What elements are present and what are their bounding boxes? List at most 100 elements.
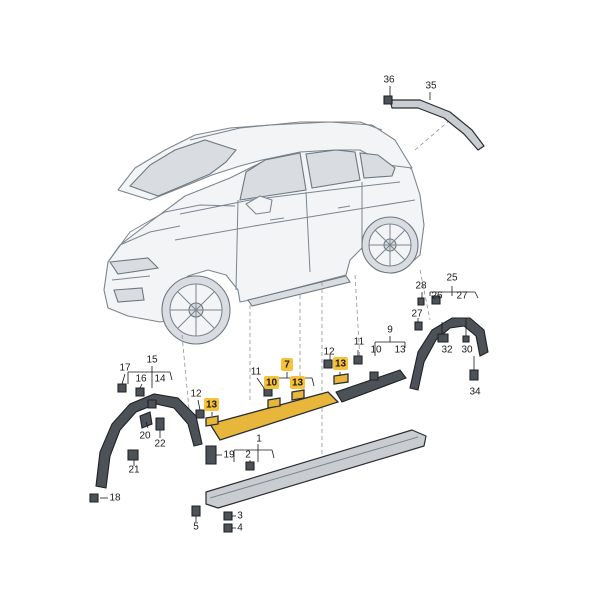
- svg-text:4: 4: [237, 523, 243, 534]
- callout-labels: 36 35 28 25 26 27 27 11 9 12 13 10 13 32…: [109, 75, 481, 534]
- screw-18: [89, 493, 99, 503]
- roof-trim-strip: [389, 99, 485, 151]
- callout-12b: 12: [190, 389, 202, 400]
- bolt-34: [469, 369, 479, 381]
- svg-text:9: 9: [387, 325, 393, 336]
- svg-text:19: 19: [223, 450, 235, 461]
- callout-7: 7: [281, 358, 293, 371]
- leader-lines: [100, 86, 479, 529]
- clip-28: [417, 297, 425, 306]
- screw-30: [462, 335, 470, 343]
- svg-text:22: 22: [154, 439, 166, 450]
- svg-text:18: 18: [109, 493, 121, 504]
- svg-text:25: 25: [446, 273, 458, 284]
- svg-text:12: 12: [190, 389, 202, 400]
- callout-36: 36: [383, 75, 395, 86]
- callout-13c: 13: [290, 376, 305, 389]
- callout-14: 14: [154, 374, 166, 385]
- callout-27: 27: [456, 291, 468, 302]
- svg-text:1: 1: [256, 434, 262, 445]
- svg-text:15: 15: [146, 355, 158, 366]
- svg-text:27: 27: [411, 309, 423, 320]
- callout-10b: 10: [264, 376, 279, 389]
- svg-text:17: 17: [119, 363, 131, 374]
- clip-16: [135, 387, 145, 397]
- clip-12a: [323, 359, 333, 369]
- svg-text:7: 7: [284, 360, 290, 371]
- front-wheel-arch-trim: [95, 393, 203, 489]
- clip-14: [147, 399, 157, 409]
- svg-text:13: 13: [206, 400, 218, 411]
- callout-21: 21: [128, 465, 140, 476]
- callout-27b: 27: [411, 309, 423, 320]
- fastener-4: [223, 523, 233, 533]
- callout-12a: 12: [323, 347, 335, 358]
- svg-text:2: 2: [245, 450, 251, 461]
- clip-11b: [263, 387, 273, 397]
- callout-13d: 13: [204, 398, 219, 411]
- callout-26: 26: [431, 291, 443, 302]
- callout-13b: 13: [394, 345, 406, 356]
- clip-10b: [267, 397, 281, 409]
- callout-25: 25: [446, 273, 458, 284]
- callout-5: 5: [193, 522, 199, 533]
- svg-text:5: 5: [193, 522, 199, 533]
- callout-11a: 11: [354, 337, 365, 348]
- callout-9: 9: [387, 325, 393, 336]
- callout-19: 19: [223, 450, 235, 461]
- callout-4: 4: [237, 523, 243, 534]
- bracket-32: [437, 333, 449, 343]
- roof-clip: [383, 95, 393, 105]
- callout-11b: 11: [251, 367, 262, 378]
- svg-text:32: 32: [441, 345, 453, 356]
- projection-lines: [181, 119, 451, 460]
- callout-32: 32: [441, 345, 453, 356]
- svg-text:20: 20: [139, 431, 151, 442]
- svg-text:14: 14: [154, 374, 166, 385]
- callout-34: 34: [469, 387, 481, 398]
- bracket-19: [205, 445, 217, 465]
- bracket-22: [155, 417, 165, 431]
- svg-text:13: 13: [394, 345, 406, 356]
- svg-text:11: 11: [354, 337, 365, 348]
- svg-text:10: 10: [266, 378, 278, 389]
- rear-door-trim-strip: [335, 369, 407, 403]
- clip-10a: [369, 371, 379, 381]
- parts: [89, 95, 489, 533]
- svg-text:35: 35: [425, 81, 437, 92]
- callout-2: 2: [245, 450, 251, 461]
- callout-13a: 13: [333, 357, 348, 370]
- clip-17: [117, 383, 127, 393]
- callout-30: 30: [461, 345, 473, 356]
- svg-text:13: 13: [292, 378, 304, 389]
- sill-panel: [205, 429, 427, 509]
- svg-text:36: 36: [383, 75, 395, 86]
- callout-10a: 10: [370, 345, 382, 356]
- clip-13d: [205, 415, 219, 427]
- svg-text:21: 21: [128, 465, 140, 476]
- fastener-5: [191, 505, 201, 517]
- svg-text:28: 28: [415, 281, 427, 292]
- svg-text:26: 26: [431, 291, 443, 302]
- callout-28: 28: [415, 281, 427, 292]
- clip-13a: [333, 373, 349, 385]
- rear-wheel-arch-trim: [409, 317, 489, 391]
- svg-text:16: 16: [135, 374, 147, 385]
- svg-text:30: 30: [461, 345, 473, 356]
- callout-20: 20: [139, 431, 151, 442]
- fastener-3: [223, 511, 233, 521]
- svg-text:10: 10: [370, 345, 382, 356]
- clip-27: [414, 321, 423, 331]
- bracket-21: [127, 449, 139, 461]
- callout-3: 3: [237, 511, 243, 522]
- svg-text:3: 3: [237, 511, 243, 522]
- callout-16: 16: [135, 374, 147, 385]
- vehicle-illustration: [103, 121, 425, 345]
- svg-text:27: 27: [456, 291, 468, 302]
- clip-2: [245, 461, 255, 471]
- front-door-trim-strip: [208, 391, 340, 441]
- svg-text:34: 34: [469, 387, 481, 398]
- svg-text:12: 12: [323, 347, 335, 358]
- callout-22: 22: [154, 439, 166, 450]
